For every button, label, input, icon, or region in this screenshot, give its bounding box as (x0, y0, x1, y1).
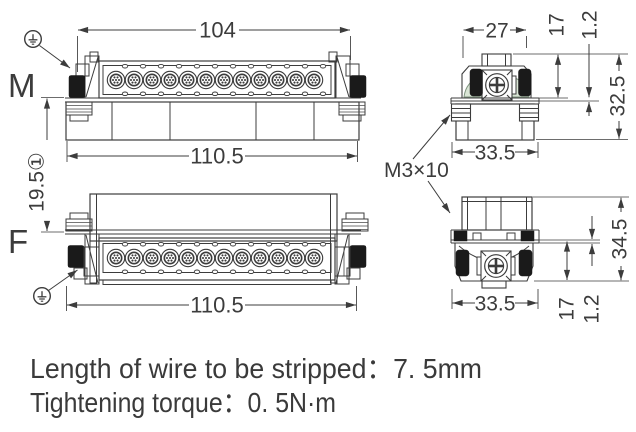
dim-text-33-5-female: 33.5 (475, 293, 516, 316)
dim-text-17-male: 17 (546, 13, 569, 36)
male-right-bracket (335, 55, 367, 122)
dim-male-top-width: 104 (77, 18, 351, 72)
earth-ground-icon (24, 30, 42, 48)
dim-male-bottom-width: 110.5 (66, 141, 358, 169)
screw-spec-callout: M3×10 (384, 114, 451, 214)
dim-text-19-5: 19.5① (26, 152, 49, 212)
dim-male-side-total-height: 32.5 (536, 54, 630, 140)
dim-text-17-female: 17 (556, 297, 579, 320)
dim-text-1-2-male: 1.2 (579, 10, 602, 39)
male-left-bracket (65, 55, 100, 122)
female-right-bracket (334, 212, 369, 285)
male-contacts (106, 63, 327, 97)
dim-text-1-2-female: 1.2 (581, 294, 604, 323)
screw-head-icon (475, 249, 517, 283)
dim-text-33-5-male: 33.5 (475, 142, 516, 165)
dim-female-bottom-width: 110.5 (66, 286, 357, 318)
dim-mating-gap: 19.5① (26, 97, 64, 233)
note-torque: Tightening torque：0. 5N·m (30, 387, 336, 418)
dim-male-side-top-width: 27 (462, 20, 527, 58)
dim-text-34-5: 34.5 (609, 219, 632, 260)
dim-male-side-upper-height: 17 (513, 13, 628, 99)
dim-male-side-flange-thickness: 1.2 (539, 10, 602, 116)
dim-text-110-5-male: 110.5 (190, 144, 243, 169)
female-left-bracket (65, 212, 100, 285)
dim-male-side-bottom-width: 33.5 (451, 142, 539, 165)
earth-ground-callout-female (33, 269, 78, 305)
note-wire-strip: Length of wire to be stripped：7. 5mm (30, 353, 482, 384)
male-side-view (450, 53, 540, 141)
screw-spec-label: M3×10 (384, 159, 449, 182)
dim-text-110-5-female: 110.5 (190, 293, 243, 318)
dim-female-side-bottom-width: 33.5 (451, 289, 539, 316)
screw-head-icon (476, 68, 518, 102)
female-contacts (106, 241, 327, 275)
dim-female-side-total-height: 34.5 (533, 196, 632, 282)
dim-female-side-lower-height: 17 (539, 239, 600, 321)
dim-text-32-5: 32.5 (607, 76, 630, 117)
male-view-label: M (8, 67, 36, 104)
earth-ground-icon (33, 287, 51, 305)
dim-text-104: 104 (199, 18, 236, 43)
female-side-view (450, 196, 540, 289)
dim-text-27: 27 (485, 20, 508, 43)
female-view-label: F (8, 223, 28, 260)
female-front-view (65, 193, 369, 285)
earth-ground-callout-male (24, 30, 71, 69)
dim-female-side-flange-thickness: 1.2 (581, 216, 604, 324)
male-front-view (65, 51, 367, 141)
